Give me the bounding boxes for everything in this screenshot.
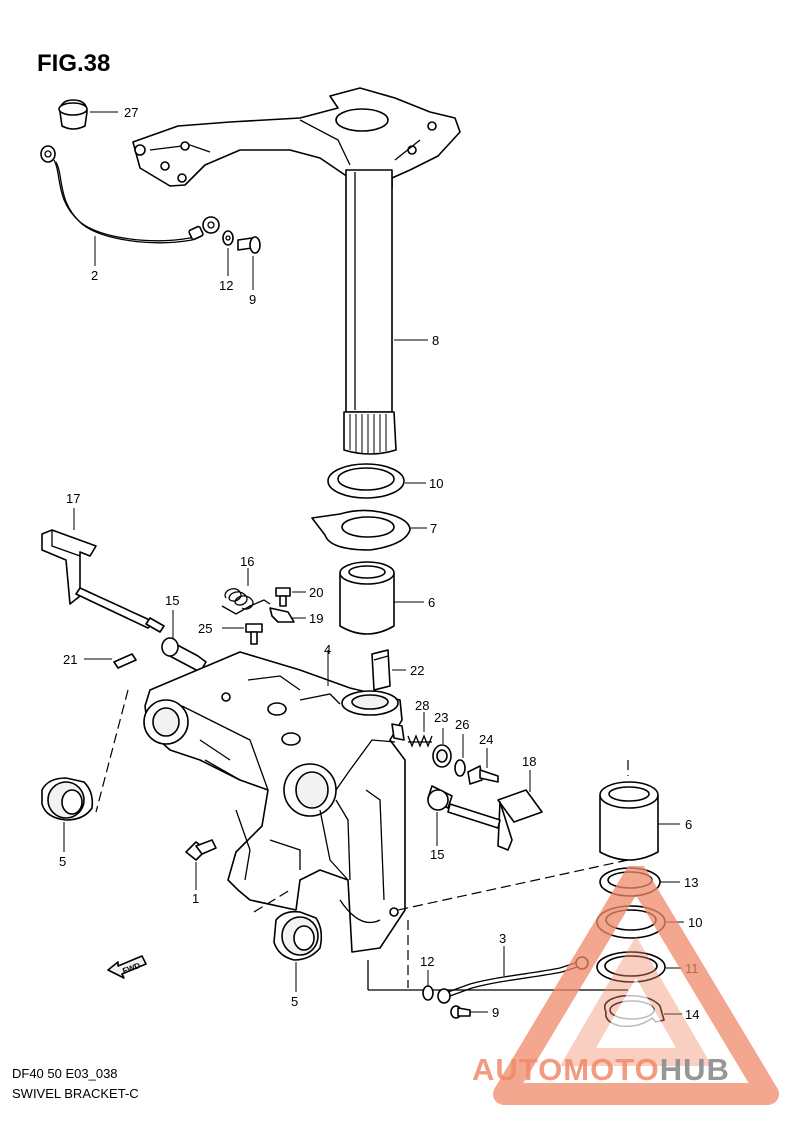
part-23-grommet [432,728,452,768]
part-7-tab-washer [311,509,427,551]
callout-27: 27 [124,105,138,120]
callout-23: 23 [434,710,448,725]
part-15-bush-upper [161,610,207,673]
callout-5-lower: 5 [291,994,298,1009]
callout-5-left: 5 [59,854,66,869]
part-6-bushing-upper [339,561,424,635]
callout-19: 19 [309,611,323,626]
callout-22: 22 [410,663,424,678]
part-12-washer [222,230,234,276]
part-5-bushing-left [41,689,129,852]
callout-18: 18 [522,754,536,769]
figure-code: DF40 50 E03_038 [12,1066,118,1081]
assembly-guide-lines [367,760,629,991]
automotohub-logo [493,866,779,1105]
watermark-text: AUTOMOTOHUB [472,1052,730,1088]
part-12-washer-lower [422,970,434,1001]
fwd-arrow-icon: FWD [107,955,147,979]
part-28-spring [407,712,433,748]
callout-12: 12 [219,278,233,293]
callout-17: 17 [66,491,80,506]
part-1-grease-fitting [185,839,217,890]
watermark-part2: HUB [659,1052,730,1087]
callout-15-upper: 15 [165,593,179,608]
part-2-ground-cable [40,145,220,266]
part-9-screw [237,236,261,290]
callout-14: 14 [685,1007,699,1022]
part-17-tilt-lever [41,508,165,633]
figure-title: FIG.38 [37,50,111,77]
callout-10-top: 10 [429,476,443,491]
callout-1: 1 [192,891,199,906]
watermark-part1: AUTOMOTO [472,1052,660,1087]
callout-20: 20 [309,585,323,600]
callout-24: 24 [479,732,493,747]
callout-12-lower: 12 [420,954,434,969]
callout-25: 25 [198,621,212,636]
figure-footer: DF40 50 E03_038 SWIVEL BRACKET-C [12,1064,139,1104]
part-19-clip [269,607,306,623]
part-22-stopper [371,649,406,691]
callout-10-lower: 10 [688,915,702,930]
callout-labels: 27 2 12 9 8 10 7 17 16 20 15 19 6 25 4 2… [59,105,702,1022]
callout-15-lower: 15 [430,847,444,862]
callout-21: 21 [63,652,77,667]
callout-26: 26 [455,717,469,732]
callout-2: 2 [91,268,98,283]
callout-9: 9 [249,292,256,307]
part-27-plug [58,99,118,130]
callout-16: 16 [240,554,254,569]
logo-triangle-icon [493,866,779,1105]
part-26-washer [454,734,466,777]
part-5-bushing-lower [253,889,323,992]
part-16-spring [221,568,271,615]
part-8-steering-bracket [132,87,461,455]
callout-6-lower: 6 [685,817,692,832]
part-11-ring [596,951,682,983]
part-21-pin [84,653,137,669]
figure-name: SWIVEL BRACKET-C [12,1086,139,1101]
callout-4: 4 [324,642,331,657]
callout-8: 8 [432,333,439,348]
callout-13: 13 [684,875,698,890]
part-15-bush-lower [427,785,501,846]
callout-3: 3 [499,931,506,946]
part-6-bushing-lower [599,781,680,861]
part-20-bolt [275,587,306,607]
callout-9-lower: 9 [492,1005,499,1020]
callout-28: 28 [415,698,429,713]
callout-6-upper: 6 [428,595,435,610]
part-10-ring-top [327,463,426,499]
part-4-swivel-bracket [143,650,406,953]
part-25-bolt [222,623,263,645]
part-9-screw-lower [450,1005,488,1019]
callout-7: 7 [430,521,437,536]
part-24-bolt [467,748,499,785]
part-18-lever [497,770,543,851]
